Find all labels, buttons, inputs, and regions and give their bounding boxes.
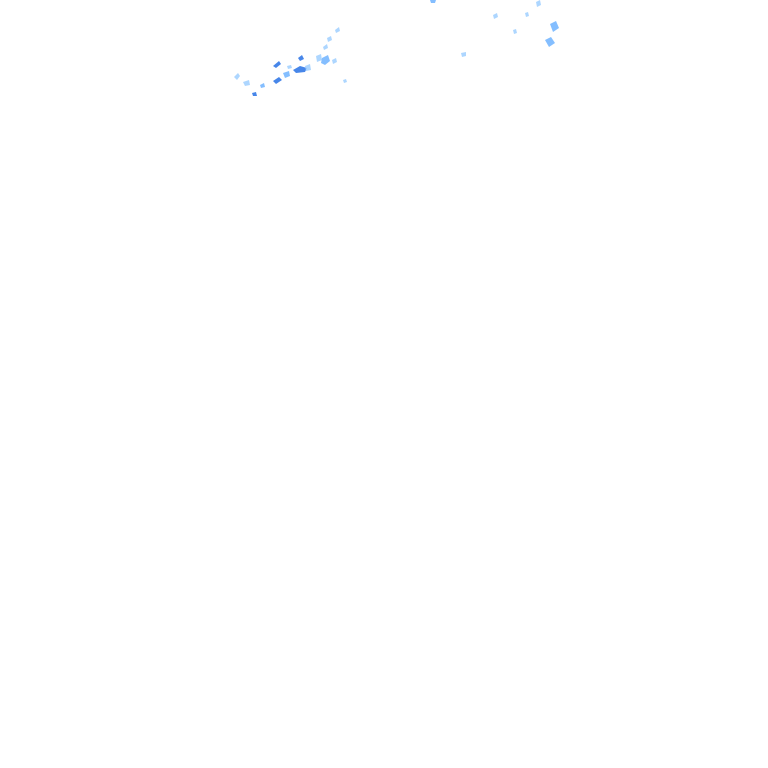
echo-cell bbox=[536, 0, 541, 7]
echo-cell bbox=[545, 37, 555, 47]
echo-cell bbox=[327, 36, 332, 42]
echo-cell bbox=[335, 27, 340, 33]
echo-cell bbox=[243, 80, 250, 86]
echo-cell bbox=[283, 71, 290, 78]
echo-cluster-west bbox=[234, 27, 347, 96]
echo-cell bbox=[293, 66, 307, 73]
echo-cell bbox=[550, 21, 559, 32]
echo-cell bbox=[493, 13, 498, 19]
echo-cell bbox=[430, 0, 436, 3]
echo-cell bbox=[323, 44, 328, 50]
echo-cluster-east bbox=[430, 0, 559, 57]
echo-cell bbox=[525, 12, 529, 17]
echo-cell bbox=[287, 65, 292, 69]
echo-cell bbox=[273, 61, 281, 68]
echo-cell bbox=[332, 58, 337, 64]
echo-cell bbox=[298, 55, 304, 61]
echo-cell bbox=[252, 92, 257, 96]
echo-cell bbox=[305, 64, 311, 71]
echo-cell bbox=[321, 55, 330, 65]
echo-cell bbox=[461, 52, 466, 57]
echo-cell bbox=[234, 73, 240, 80]
echo-cell bbox=[260, 83, 265, 88]
echo-cell bbox=[273, 77, 282, 84]
echo-cell bbox=[343, 79, 347, 83]
echo-cell bbox=[513, 29, 517, 34]
echo-cell bbox=[316, 54, 322, 62]
